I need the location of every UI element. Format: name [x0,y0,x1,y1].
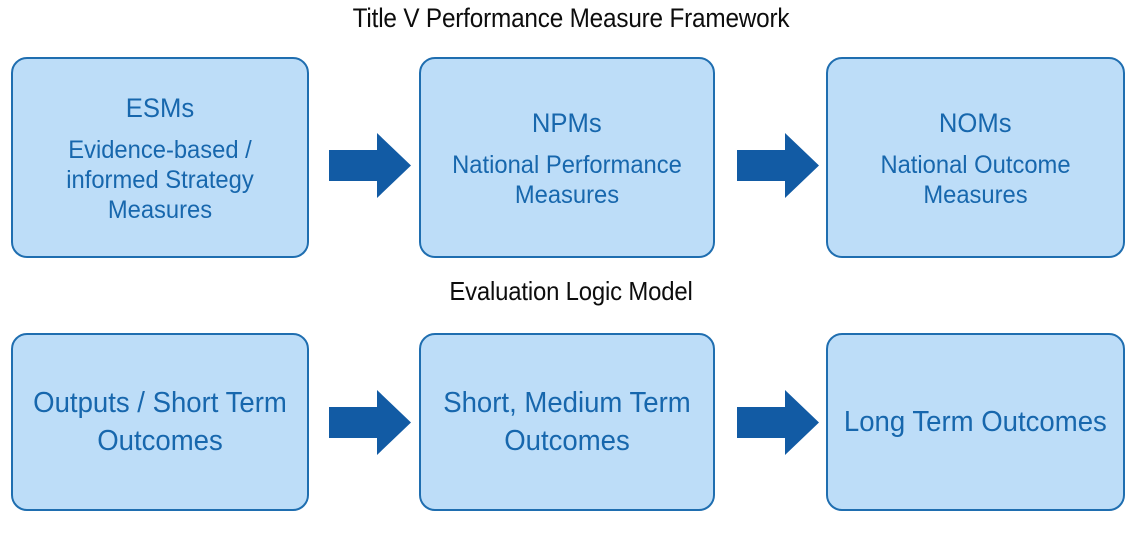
box-noms[interactable]: NOMs National Outcome Measures [826,57,1125,258]
arrow-npms-to-noms-icon [737,133,819,198]
box-esms-acronym: ESMs [125,92,195,123]
arrow-esms-to-npms-icon [329,133,411,198]
arrow-short-medium-to-long-icon [737,390,819,455]
box-outputs-short-term-outcomes-label: Outputs / Short Term Outcomes [33,387,287,457]
box-npms-description: National Performance Measures [452,150,682,209]
box-esms-description: Evidence-based / informed Strategy Measu… [66,135,254,224]
box-long-term-outcomes[interactable]: Long Term Outcomes [826,333,1125,511]
box-noms-acronym: NOMs [939,107,1012,138]
arrow-outputs-to-short-medium-icon [329,390,411,455]
box-short-medium-term-outcomes[interactable]: Short, Medium Term Outcomes [419,333,715,511]
box-short-medium-term-outcomes-label: Short, Medium Term Outcomes [443,387,691,457]
box-esms[interactable]: ESMs Evidence-based / informed Strategy … [11,57,309,258]
box-npms-acronym: NPMs [532,107,602,138]
logic-model-section-title: Evaluation Logic Model [449,276,693,306]
box-npms[interactable]: NPMs National Performance Measures [419,57,715,258]
box-noms-description: National Outcome Measures [880,150,1071,209]
framework-section-title: Title V Performance Measure Framework [352,3,790,33]
box-outputs-short-term-outcomes[interactable]: Outputs / Short Term Outcomes [11,333,309,511]
box-long-term-outcomes-label: Long Term Outcomes [844,406,1107,438]
